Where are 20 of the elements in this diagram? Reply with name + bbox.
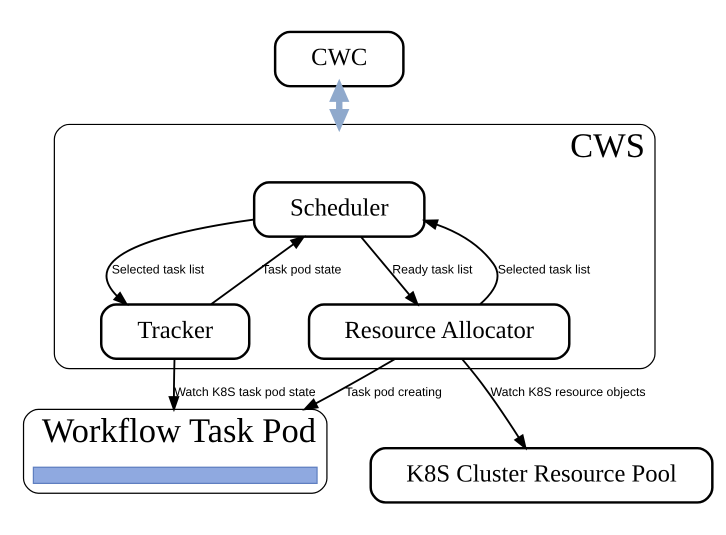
edge-label: Watch K8S resource objects xyxy=(490,384,646,399)
arrow xyxy=(168,359,180,412)
node-box: CWC xyxy=(274,30,405,88)
edge-label: Task pod state xyxy=(262,262,342,277)
arrow xyxy=(461,358,528,450)
arrow xyxy=(422,219,498,306)
node-box: Tracker xyxy=(100,303,250,360)
node-box: K8S Cluster Resource Pool xyxy=(369,446,714,504)
node-box: Resource Allocator xyxy=(308,303,570,360)
edge-label: Selected task list xyxy=(498,262,590,277)
cluster: Workflow Task Pod xyxy=(22,408,328,494)
arrow xyxy=(302,358,396,411)
node-box: Scheduler xyxy=(252,181,426,238)
arrow xyxy=(210,235,306,306)
edge-label: Selected task list xyxy=(112,262,204,277)
node-bar xyxy=(32,466,318,484)
arrow xyxy=(106,218,254,306)
arrow xyxy=(360,236,420,307)
edge-label: Task pod creating xyxy=(345,384,442,399)
edge-label: Ready task list xyxy=(392,262,472,277)
